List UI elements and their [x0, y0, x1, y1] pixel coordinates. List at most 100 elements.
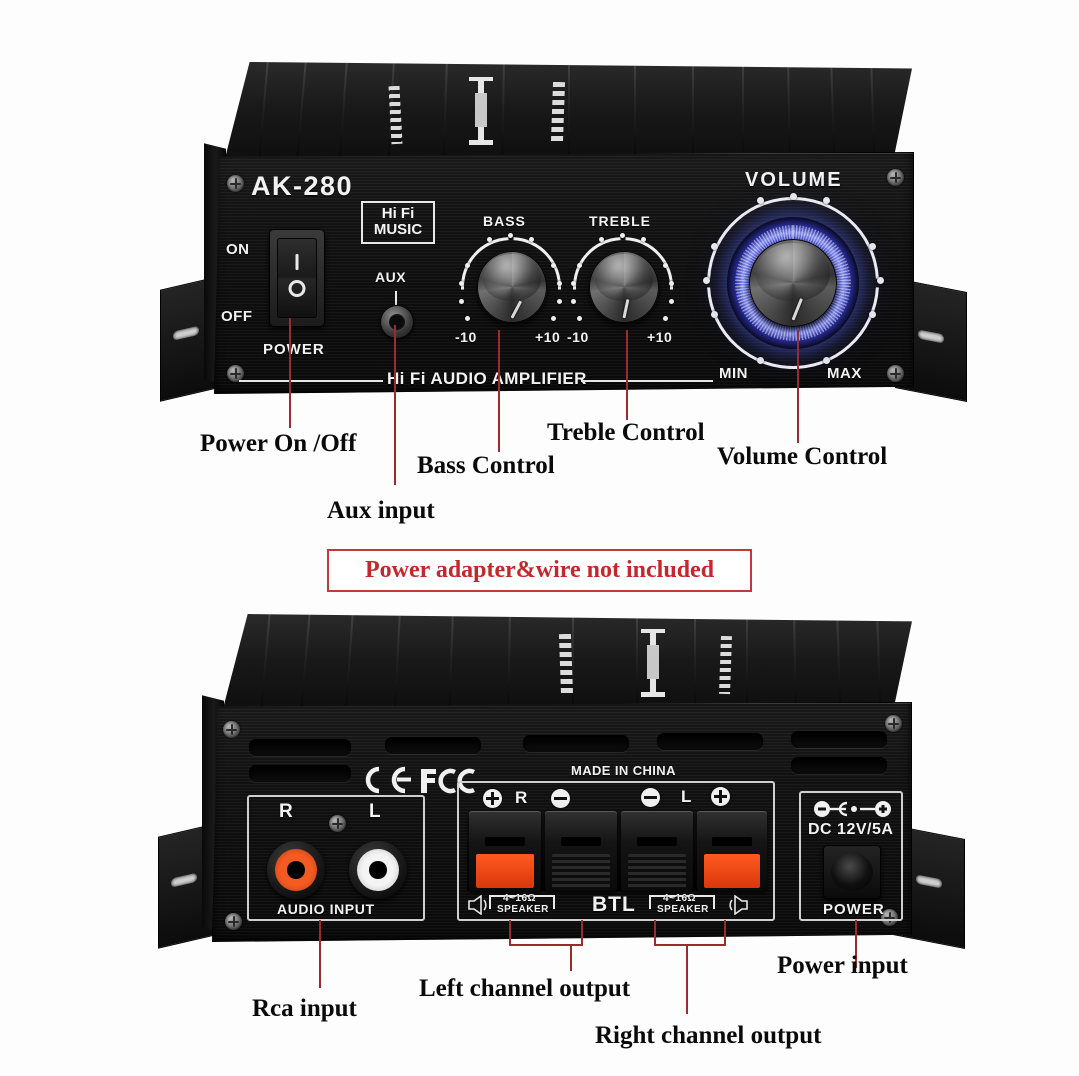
- callout-right-channel-output: Right channel output: [595, 1022, 822, 1049]
- vent-slot: [249, 739, 351, 756]
- terminal-lever-icon[interactable]: [476, 854, 534, 888]
- aux-tick-icon: [395, 291, 397, 305]
- bass-knob[interactable]: [477, 251, 547, 323]
- vent-slot: [385, 737, 481, 754]
- lid-stamp-right-icon: [718, 635, 733, 695]
- callout-bracket-left-span: [509, 944, 583, 946]
- speaker-impedance-right-line1: 4~16Ω: [663, 893, 697, 904]
- bracket-slot-icon: [916, 874, 942, 889]
- terminal-slit-icon: [712, 836, 752, 846]
- rca-jack-right[interactable]: [267, 841, 325, 899]
- power-switch-off-label: OFF: [221, 308, 253, 325]
- power-switch-caption: POWER: [263, 341, 325, 358]
- rear-screw-bottom-right: [881, 909, 898, 926]
- vent-slot: [523, 735, 629, 752]
- speaker-impedance-right-line2: SPEAKER: [657, 904, 709, 915]
- power-off-marking-icon: [288, 279, 306, 297]
- hifi-music-badge: Hi Fi MUSIC: [361, 201, 435, 245]
- speaker-terminal-l-plus[interactable]: [697, 811, 767, 891]
- callout-bass-control: Bass Control: [417, 452, 555, 479]
- bass-control[interactable]: BASS -10 +10: [440, 213, 582, 358]
- power-switch-on-label: ON: [226, 241, 250, 258]
- volume-knob[interactable]: [749, 239, 837, 327]
- terminal-lever-icon[interactable]: [628, 854, 686, 888]
- lid-stamp-right-icon: [550, 81, 566, 143]
- lid-stamp-center-icon: [640, 628, 666, 700]
- notice-banner: Power adapter&wire not included: [327, 549, 752, 592]
- power-switch[interactable]: [269, 229, 325, 327]
- panel-screw-top-right: [887, 169, 904, 186]
- notice-text: Power adapter&wire not included: [364, 557, 715, 583]
- power-input-panel: DC 12V/5A POWER: [799, 791, 903, 921]
- made-in-label: MADE IN CHINA: [571, 763, 676, 778]
- terminal-plus-right-icon: [483, 789, 502, 808]
- power-switch-pad[interactable]: [277, 238, 317, 318]
- terminal-lever-icon[interactable]: [552, 854, 610, 888]
- aux-input-jack[interactable]: [380, 305, 414, 339]
- callout-volume-control: Volume Control: [717, 443, 888, 470]
- front-tagline: Hi Fi AUDIO AMPLIFIER: [387, 369, 587, 388]
- treble-knob[interactable]: [589, 251, 659, 323]
- callout-line-treble: [626, 330, 628, 420]
- callout-treble-control: Treble Control: [547, 419, 705, 446]
- aux-label: AUX: [375, 269, 407, 285]
- speaker-impedance-left-line1: 4~16Ω: [503, 893, 537, 904]
- rca-left-label: L: [369, 801, 382, 822]
- rca-jack-left[interactable]: [349, 841, 407, 899]
- speaker-terminal-r-minus[interactable]: [545, 811, 617, 891]
- front-rule-left: [239, 380, 383, 382]
- callout-line-aux: [394, 325, 396, 485]
- callout-bracket-right-a: [654, 920, 656, 946]
- lid-stamp-center-icon: [468, 76, 494, 148]
- dc-power-jack[interactable]: [823, 845, 881, 899]
- volume-knob-pointer-icon: [791, 298, 803, 321]
- callout-line-power: [289, 318, 291, 428]
- vent-slot: [791, 731, 887, 748]
- dc-jack-pin-icon: [849, 866, 855, 877]
- callout-bracket-left-b: [581, 920, 583, 946]
- rear-screw-bottom-left: [225, 913, 242, 930]
- btl-label: BTL: [592, 893, 636, 916]
- bass-knob-cap: [482, 253, 542, 302]
- bass-min-label: -10: [455, 329, 477, 345]
- polarity-diagram-icon: [813, 799, 893, 824]
- audio-input-caption: AUDIO INPUT: [277, 901, 375, 917]
- front-panel: AK-280 ON OFF POWER Hi Fi MUSIC AUX: [214, 152, 914, 394]
- speaker-terminal-block: [467, 811, 767, 891]
- volume-control[interactable]: VOLUME: [671, 161, 914, 394]
- terminal-channel-l-label: L: [681, 787, 692, 806]
- speaker-icon-left: [467, 894, 489, 920]
- power-rating-label: DC 12V/5A: [808, 821, 894, 838]
- vent-slot: [657, 733, 763, 750]
- speaker-terminal-r-plus[interactable]: [469, 811, 541, 891]
- treble-knob-cap: [594, 253, 654, 302]
- power-on-marking-icon: [295, 254, 299, 270]
- panel-screw-bottom-left: [227, 365, 244, 382]
- rca-panel-screw: [329, 815, 346, 832]
- callout-line-right-channel: [686, 944, 688, 1014]
- terminal-plus-left-icon: [711, 787, 730, 806]
- heatsink-fins-rear: [220, 614, 912, 720]
- panel-screw-top-left: [227, 175, 244, 192]
- terminal-channel-r-label: R: [515, 788, 528, 807]
- ce-mark-icon: [361, 765, 415, 800]
- model-name: AK-280: [251, 171, 354, 201]
- terminal-lever-icon[interactable]: [704, 854, 760, 888]
- callout-bracket-right-b: [724, 920, 726, 946]
- speaker-icon-right: [727, 894, 749, 920]
- vent-slot: [249, 765, 351, 782]
- callout-aux-input: Aux input: [327, 497, 435, 524]
- volume-max-label: MAX: [827, 365, 862, 382]
- volume-label: VOLUME: [745, 169, 843, 191]
- volume-min-label: MIN: [719, 365, 748, 382]
- callout-line-power-input: [855, 920, 857, 968]
- rear-panel: MADE IN CHINA R L AUDIO INPUT: [212, 702, 912, 942]
- callout-rca-input: Rca input: [252, 995, 357, 1022]
- bass-max-label: +10: [535, 329, 561, 345]
- treble-max-label: +10: [647, 329, 673, 345]
- treble-control[interactable]: TREBLE -10 +10: [552, 213, 694, 358]
- callout-bracket-left-a: [509, 920, 511, 946]
- terminal-minus-left-icon: [641, 788, 660, 807]
- rca-right-label: R: [279, 801, 294, 822]
- speaker-terminal-l-minus[interactable]: [621, 811, 693, 891]
